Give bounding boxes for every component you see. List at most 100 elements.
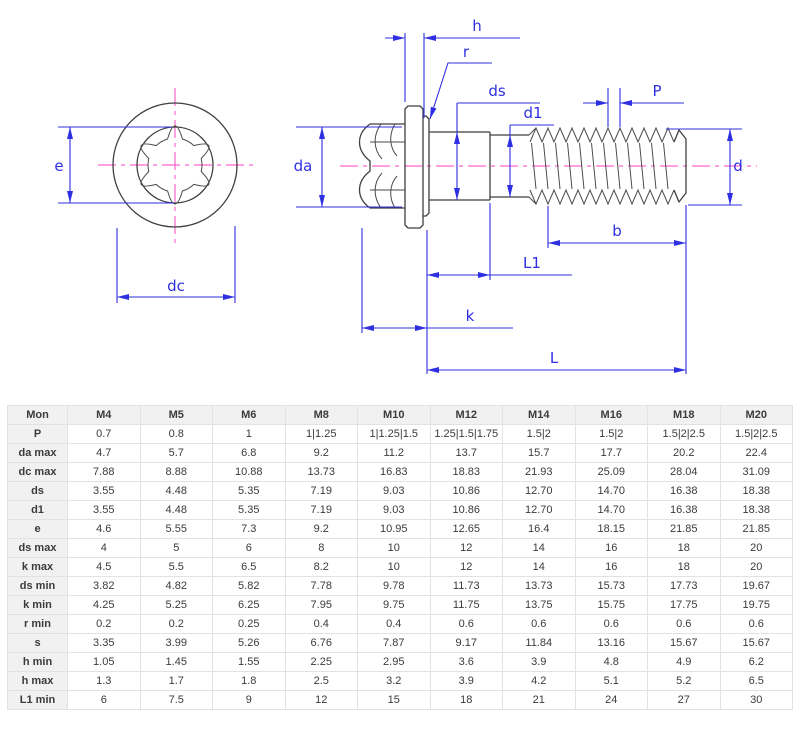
row-label: h max bbox=[7, 671, 68, 691]
table-cell: 5 bbox=[139, 538, 213, 558]
column-header: M4 bbox=[67, 405, 141, 425]
table-cell: 18.38 bbox=[719, 500, 793, 520]
p-extension-lines bbox=[607, 88, 621, 127]
table-cell: 1.5|2 bbox=[574, 424, 648, 444]
table-cell: 3.6 bbox=[429, 652, 503, 672]
table-cell: 18 bbox=[647, 538, 721, 558]
table-cell: 27 bbox=[647, 690, 721, 710]
flange-outer-circle bbox=[112, 102, 238, 228]
table-cell: 4.48 bbox=[139, 481, 213, 501]
table-cell: 9.2 bbox=[284, 519, 358, 539]
table-cell: 5.26 bbox=[212, 633, 286, 653]
row-label: L1 min bbox=[7, 690, 68, 710]
table-cell: 14 bbox=[502, 538, 576, 558]
row-label: ds bbox=[7, 481, 68, 501]
table-cell: 16.38 bbox=[647, 481, 721, 501]
dim-label-b: b bbox=[612, 222, 622, 240]
table-cell: 4.48 bbox=[139, 500, 213, 520]
table-cell: 3.99 bbox=[139, 633, 213, 653]
table-cell: 22.4 bbox=[719, 443, 793, 463]
table-cell: 13.73 bbox=[284, 462, 358, 482]
table-cell: 20 bbox=[719, 557, 793, 577]
table-cell: 7.19 bbox=[284, 500, 358, 520]
table-cell: 18.15 bbox=[574, 519, 648, 539]
table-cell: 9.17 bbox=[429, 633, 503, 653]
table-cell: 7.5 bbox=[139, 690, 213, 710]
dim-label-k: k bbox=[466, 307, 475, 325]
table-cell: 12 bbox=[284, 690, 358, 710]
head-profile bbox=[358, 123, 405, 209]
dim-label-r: r bbox=[463, 43, 470, 61]
table-cell: 8.2 bbox=[284, 557, 358, 577]
column-header: M10 bbox=[357, 405, 431, 425]
table-cell: 7.19 bbox=[284, 481, 358, 501]
technical-drawing: h r ds d1 P da d b L1 k L e dc bbox=[54, 17, 757, 374]
table-cell: 6.5 bbox=[719, 671, 793, 691]
flange-disc bbox=[404, 105, 424, 229]
dim-label-l: L bbox=[550, 349, 559, 367]
table-cell: 18 bbox=[429, 690, 503, 710]
table-cell: 17.73 bbox=[647, 576, 721, 596]
row-label: r min bbox=[7, 614, 68, 634]
table-cell: 5.82 bbox=[212, 576, 286, 596]
table-cell: 20.2 bbox=[647, 443, 721, 463]
h-extension-lines bbox=[404, 33, 425, 118]
table-cell: 6 bbox=[67, 690, 141, 710]
table-cell: 7.88 bbox=[67, 462, 141, 482]
table-cell: 12 bbox=[429, 557, 503, 577]
d-extension-lines bbox=[666, 128, 742, 206]
front-view bbox=[112, 102, 238, 228]
table-cell: 15.73 bbox=[574, 576, 648, 596]
table-cell: 1.5|2|2.5 bbox=[647, 424, 721, 444]
dim-label-h: h bbox=[472, 17, 482, 35]
table-cell: 6.25 bbox=[212, 595, 286, 615]
dim-label-dc: dc bbox=[167, 277, 185, 295]
table-cell: 30 bbox=[719, 690, 793, 710]
table-cell: 10 bbox=[357, 557, 431, 577]
table-cell: 3.35 bbox=[67, 633, 141, 653]
dim-label-e: e bbox=[54, 157, 63, 175]
table-cell: 2.95 bbox=[357, 652, 431, 672]
table-cell: 5.7 bbox=[139, 443, 213, 463]
table-cell: 0.7 bbox=[67, 424, 141, 444]
table-cell: 1.5|2 bbox=[502, 424, 576, 444]
table-cell: 6.2 bbox=[719, 652, 793, 672]
table-cell: 10.95 bbox=[357, 519, 431, 539]
table-cell: 1.3 bbox=[67, 671, 141, 691]
table-cell: 5.35 bbox=[212, 481, 286, 501]
table-cell: 4.6 bbox=[67, 519, 141, 539]
table-cell: 0.8 bbox=[139, 424, 213, 444]
table-cell: 4.7 bbox=[67, 443, 141, 463]
table-cell: 21 bbox=[502, 690, 576, 710]
l-extension-lines bbox=[426, 205, 687, 374]
table-cell: 6.8 bbox=[212, 443, 286, 463]
e-extension-lines bbox=[58, 126, 174, 204]
table-cell: 13.75 bbox=[502, 595, 576, 615]
table-cell: 10.86 bbox=[429, 500, 503, 520]
table-cell: 16.83 bbox=[357, 462, 431, 482]
table-cell: 1 bbox=[212, 424, 286, 444]
column-header: M6 bbox=[212, 405, 286, 425]
table-cell: 31.09 bbox=[719, 462, 793, 482]
dim-label-ds: ds bbox=[488, 82, 506, 100]
flange-lip bbox=[423, 115, 430, 217]
dimension-lines bbox=[58, 33, 742, 374]
table-cell: 1|1.25 bbox=[284, 424, 358, 444]
table-cell: 12 bbox=[429, 538, 503, 558]
table-cell: 1.5|2|2.5 bbox=[719, 424, 793, 444]
row-label: h min bbox=[7, 652, 68, 672]
d1-dimension-line bbox=[509, 124, 554, 135]
table-cell: 0.2 bbox=[139, 614, 213, 634]
row-label: k max bbox=[7, 557, 68, 577]
dim-label-d1: d1 bbox=[523, 104, 542, 122]
table-cell: 4.2 bbox=[502, 671, 576, 691]
